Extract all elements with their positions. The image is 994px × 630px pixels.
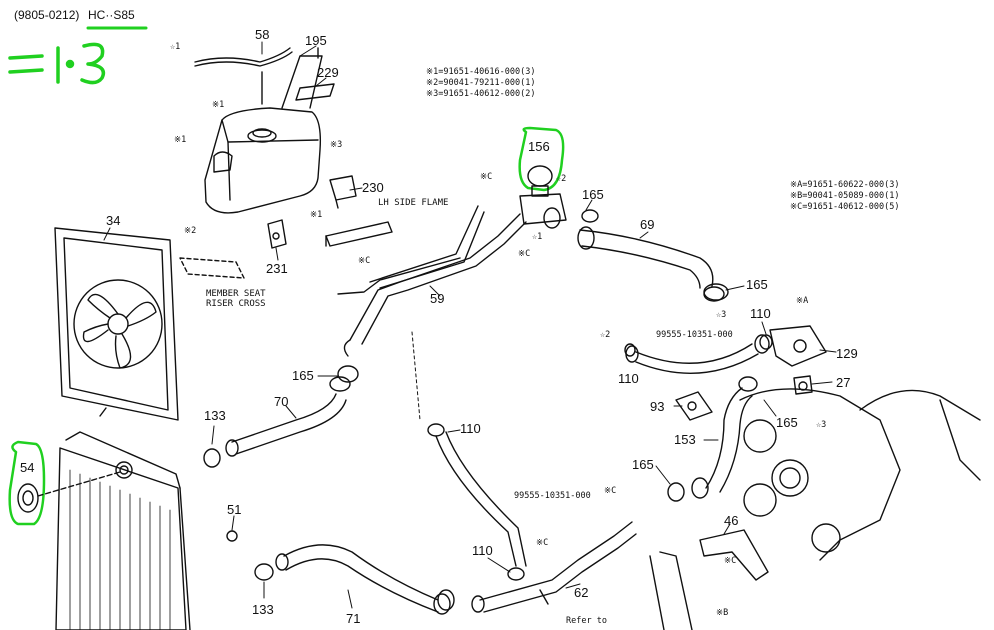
part-label-58: 58	[255, 27, 270, 42]
part-label-133-bottom: 133	[252, 602, 274, 617]
part-label-69: 69	[640, 217, 655, 232]
marker-star-1-b: ☆1	[532, 232, 543, 242]
leader-lines	[103, 41, 837, 609]
hose-70	[225, 376, 351, 457]
hose-clamps	[203, 209, 773, 611]
part-label-46: 46	[724, 513, 739, 528]
note-right-2: ※B=90041-05089-000(1)	[790, 191, 900, 201]
part-label-165-right: 165	[746, 277, 768, 292]
hose-71	[275, 544, 451, 615]
marker-kome-1-a: ※1	[212, 100, 225, 110]
note-top-1: ※1=91651-40616-000(3)	[426, 67, 536, 77]
marker-kome-a: ※A	[796, 296, 809, 306]
radiator-cap	[17, 471, 121, 513]
part-label-230: 230	[362, 180, 384, 195]
part-label-129: 129	[836, 346, 858, 361]
label-refer-to: Refer to	[566, 616, 607, 626]
marker-kome-1-c: ※1	[310, 210, 323, 220]
part-label-229: 229	[317, 65, 339, 80]
marker-star-1: ☆1	[170, 42, 181, 52]
label-hose-part-upper: 99555-10351-000	[656, 330, 733, 340]
hose-110-center	[427, 423, 527, 567]
note-right-3: ※C=91651-40612-000(5)	[790, 202, 900, 212]
marker-star-3-a: ☆3	[716, 310, 727, 320]
note-top-2: ※2=90041-79211-000(1)	[426, 78, 536, 88]
bracket-93	[675, 391, 713, 421]
bracket-231	[267, 219, 287, 249]
lower-right-pipe	[649, 551, 693, 630]
handwritten-annotation	[8, 42, 106, 85]
label-hose-part-lower: 99555-10351-000	[514, 491, 591, 501]
part-label-51: 51	[227, 502, 242, 517]
water-outlet	[519, 165, 567, 229]
part-label-54: 54	[20, 460, 35, 475]
part-label-133-top: 133	[204, 408, 226, 423]
highlight-ring-54	[8, 440, 46, 526]
part-label-59: 59	[430, 291, 445, 306]
part-label-70: 70	[274, 394, 289, 409]
part-label-156: 156	[528, 139, 550, 154]
marker-kome-c-1: ※C	[480, 172, 493, 182]
note-right-1: ※A=91651-60622-000(3)	[790, 180, 900, 190]
part-label-165-top: 165	[582, 187, 604, 202]
marker-star-3-b: ☆3	[816, 420, 827, 430]
part-label-110-center: 110	[460, 421, 481, 436]
hose-110-right	[625, 334, 770, 374]
header-model-code: HC··S85	[88, 8, 135, 22]
hose-153	[691, 387, 753, 499]
marker-star-2-b: ☆2	[600, 330, 611, 340]
part-label-153: 153	[674, 432, 696, 447]
part-label-93: 93	[650, 399, 665, 414]
marker-kome-c-4: ※C	[604, 486, 617, 496]
reservoir-tank	[194, 47, 322, 214]
part-label-231: 231	[266, 261, 288, 276]
label-riser-cross: RISER CROSS	[206, 299, 266, 309]
part-label-110-mid: 110	[618, 371, 639, 386]
marker-kome-c-3: ※C	[518, 249, 531, 259]
hose-69	[577, 226, 729, 301]
fan-shroud	[54, 227, 179, 421]
part-label-165-left: 165	[292, 368, 314, 383]
marker-kome-b: ※B	[716, 608, 729, 618]
member-seat-outline	[179, 257, 245, 279]
marker-kome-c-5: ※C	[536, 538, 549, 548]
marker-star-2-a: ☆2	[556, 174, 567, 184]
part-label-62: 62	[574, 585, 589, 600]
part-label-34: 34	[106, 213, 121, 228]
bracket-230	[325, 175, 393, 247]
part-label-71: 71	[346, 611, 361, 626]
marker-kome-1-b: ※1	[174, 135, 187, 145]
engine-block	[739, 388, 981, 561]
part-label-165-lower: 165	[632, 457, 654, 472]
pipe-59	[337, 205, 527, 357]
marker-kome-c-2: ※C	[358, 256, 371, 266]
strap-195	[281, 47, 335, 109]
highlight-ring-156	[518, 126, 565, 192]
pipe-62	[471, 521, 637, 613]
marker-kome-2: ※2	[184, 226, 197, 236]
radiator	[55, 431, 191, 630]
header-date-code: (9805-0212)	[14, 8, 80, 22]
marker-kome-c-6: ※C	[724, 556, 737, 566]
part-label-165-engine: 165	[776, 415, 798, 430]
label-member-seat: MEMBER SEAT	[206, 289, 266, 299]
marker-kome-3: ※3	[330, 140, 343, 150]
bracket-46	[699, 529, 769, 581]
part-label-27: 27	[836, 375, 851, 390]
label-lh-side-frame: LH SIDE FLAME	[378, 198, 449, 208]
note-top-3: ※3=91651-40612-000(2)	[426, 89, 536, 99]
part-label-195: 195	[305, 33, 327, 48]
part-label-110-lower: 110	[472, 543, 493, 558]
part-label-110-right: 110	[750, 306, 771, 321]
